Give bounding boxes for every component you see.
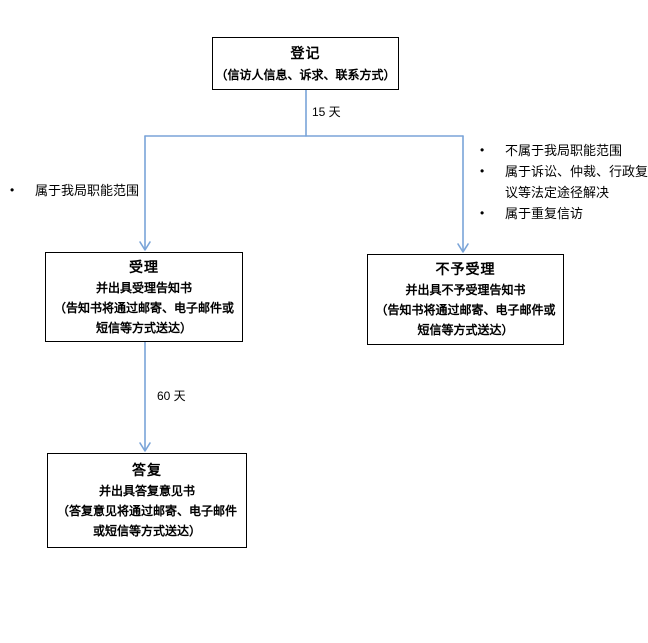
box-reply-line: 或短信等方式送达） bbox=[92, 524, 201, 538]
box-accept-line: （告知书将通过邮寄、电子邮件或 bbox=[53, 300, 234, 315]
condition-list-right: • 不属于我局职能范围 • 属于诉讼、仲裁、行政复 议等法定途径解决 • 属于重… bbox=[476, 140, 648, 224]
box-reply: 答复 并出具答复意见书 （答复意见将通过邮寄、电子邮件 或短信等方式送达） bbox=[47, 453, 247, 548]
bullet-icon: • bbox=[480, 206, 485, 220]
condition-item: • 不属于我局职能范围 bbox=[476, 140, 648, 161]
box-reject-line: 并出具不予受理告知书 bbox=[405, 283, 526, 297]
box-reply-title: 答复 bbox=[132, 462, 162, 478]
condition-item: • 属于重复信访 bbox=[476, 203, 648, 224]
box-accept-line: 短信等方式送达） bbox=[95, 320, 192, 335]
arrowhead-reject-icon bbox=[457, 243, 469, 253]
bullet-icon: • bbox=[480, 164, 485, 178]
condition-item: • 属于我局职能范围 bbox=[6, 182, 176, 199]
arrowhead-reply-icon bbox=[139, 442, 151, 452]
bullet-icon: • bbox=[480, 143, 485, 157]
box-accept-title: 受理 bbox=[129, 258, 159, 275]
box-reply-line: （答复意见将通过邮寄、电子邮件 bbox=[56, 504, 237, 518]
condition-text: 属于我局职能范围 bbox=[35, 183, 140, 198]
edge-label-60-days: 60 天 bbox=[157, 389, 186, 403]
box-reject-line: （告知书将通过邮寄、电子邮件或 bbox=[375, 303, 556, 317]
box-register: 登记 （信访人信息、诉求、联系方式） bbox=[212, 37, 399, 90]
box-reject: 不予受理 并出具不予受理告知书 （告知书将通过邮寄、电子邮件或 短信等方式送达） bbox=[367, 254, 564, 345]
box-accept: 受理 并出具受理告知书 （告知书将通过邮寄、电子邮件或 短信等方式送达） bbox=[45, 252, 243, 342]
box-reply-line: 并出具答复意见书 bbox=[98, 484, 195, 498]
arrowhead-accept-icon bbox=[139, 241, 151, 251]
bullet-icon: • bbox=[10, 183, 15, 197]
box-register-subtitle: （信访人信息、诉求、联系方式） bbox=[215, 68, 396, 82]
box-accept-line: 并出具受理告知书 bbox=[95, 280, 192, 295]
condition-item: • 属于诉讼、仲裁、行政复 议等法定途径解决 bbox=[476, 161, 648, 203]
condition-text: 属于诉讼、仲裁、行政复 议等法定途径解决 bbox=[505, 164, 648, 200]
box-reject-title: 不予受理 bbox=[435, 261, 496, 277]
box-reject-line: 短信等方式送达） bbox=[417, 323, 514, 337]
condition-text: 属于重复信访 bbox=[505, 206, 584, 221]
condition-list-left: • 属于我局职能范围 bbox=[6, 182, 176, 199]
box-register-title: 登记 bbox=[290, 45, 321, 61]
condition-text: 不属于我局职能范围 bbox=[505, 143, 623, 158]
edge-label-15-days: 15 天 bbox=[312, 105, 341, 119]
